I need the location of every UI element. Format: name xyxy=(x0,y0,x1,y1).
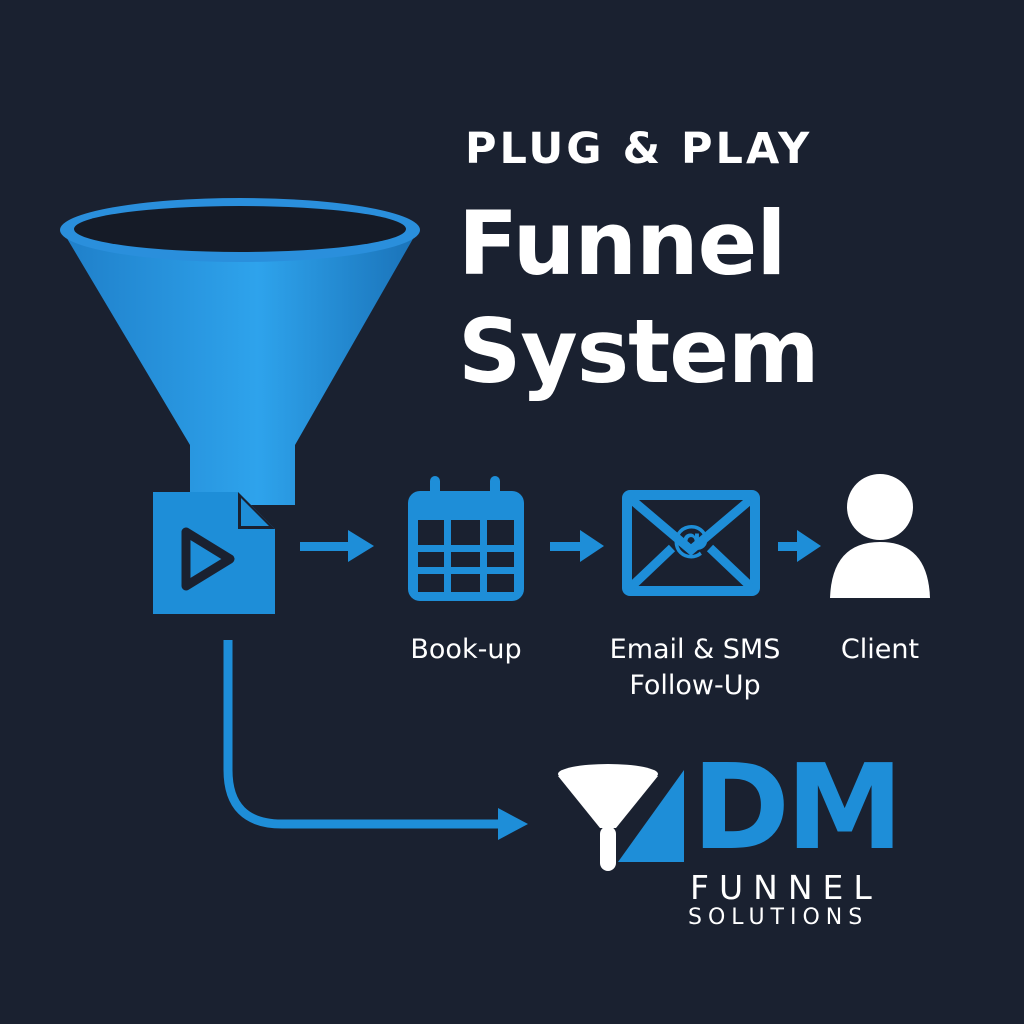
logo-funnel-icon xyxy=(558,764,684,871)
step-label-client: Client xyxy=(840,634,920,665)
flow-arrow xyxy=(778,530,821,562)
step-label-booking: Book-up xyxy=(410,634,522,665)
logo-word-funnel: FUNNEL xyxy=(690,868,882,907)
user-icon xyxy=(830,474,930,598)
title-kicker: PLUG & PLAY xyxy=(465,124,813,174)
email-envelope-icon: @ xyxy=(622,490,760,596)
page-title-line2: System xyxy=(458,300,820,403)
logo-letters: DM xyxy=(692,738,903,876)
video-file-icon xyxy=(153,492,275,614)
calendar-icon xyxy=(408,476,524,601)
funnel-icon xyxy=(60,198,420,505)
logo-word-solutions: SOLUTIONS xyxy=(688,905,869,930)
svg-text:@: @ xyxy=(672,517,710,561)
logo-connector-arrow xyxy=(223,640,528,840)
step-label-followup: Email & SMS Follow-Up xyxy=(609,634,781,701)
flow-arrow xyxy=(300,530,374,562)
flow-arrow xyxy=(550,530,604,562)
page-title-line1: Funnel xyxy=(458,192,787,295)
